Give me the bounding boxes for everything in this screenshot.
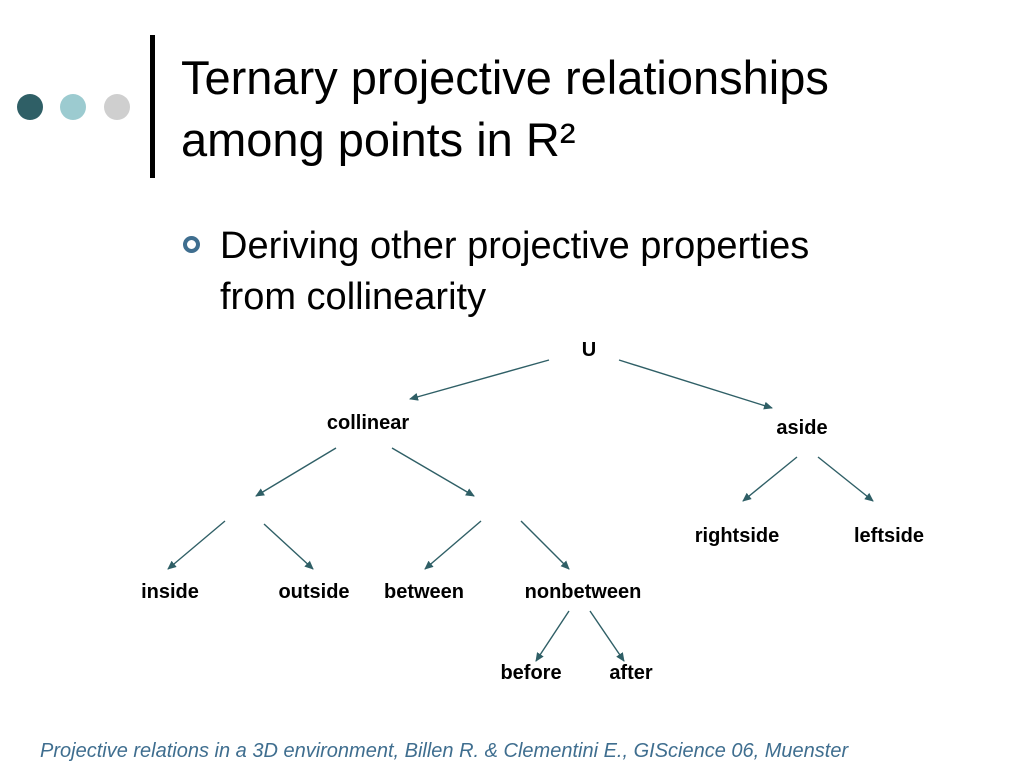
decorative-dot-gray	[104, 94, 130, 120]
edge-collinear-left-group	[255, 447, 337, 497]
node-aside: aside	[776, 417, 827, 439]
title-divider	[150, 35, 155, 178]
slide-footer-citation: Projective relations in a 3D environment…	[40, 740, 849, 762]
edge-group-outside	[263, 523, 314, 570]
node-before: before	[500, 662, 561, 684]
edge-group-between	[424, 520, 482, 570]
edge-group-nonbetween	[520, 520, 570, 570]
edge-collinear-right-group	[391, 447, 475, 497]
edge-group-inside	[167, 520, 226, 570]
node-rightside: rightside	[695, 525, 779, 547]
node-nonbetween: nonbetween	[525, 581, 642, 603]
edge-aside-rightside	[742, 456, 798, 502]
node-root: U	[582, 339, 596, 361]
decorative-dot-light	[60, 94, 86, 120]
edge-nonbetween-before	[535, 610, 570, 662]
edge-nonbetween-after	[589, 610, 625, 662]
node-collinear: collinear	[327, 412, 409, 434]
bullet-point: Deriving other projective properties fro…	[220, 225, 810, 318]
edge-root-aside	[618, 359, 773, 410]
bullet-ring-icon	[183, 236, 200, 253]
decorative-dot-dark	[17, 94, 43, 120]
slide-title: Ternary projective relationships among p…	[181, 51, 829, 166]
edge-root-collinear	[409, 359, 550, 401]
node-after: after	[609, 662, 653, 684]
node-outside: outside	[278, 581, 349, 603]
node-inside: inside	[141, 581, 199, 603]
node-between: between	[384, 581, 464, 603]
node-leftside: leftside	[854, 525, 924, 547]
edge-aside-leftside	[817, 456, 874, 502]
